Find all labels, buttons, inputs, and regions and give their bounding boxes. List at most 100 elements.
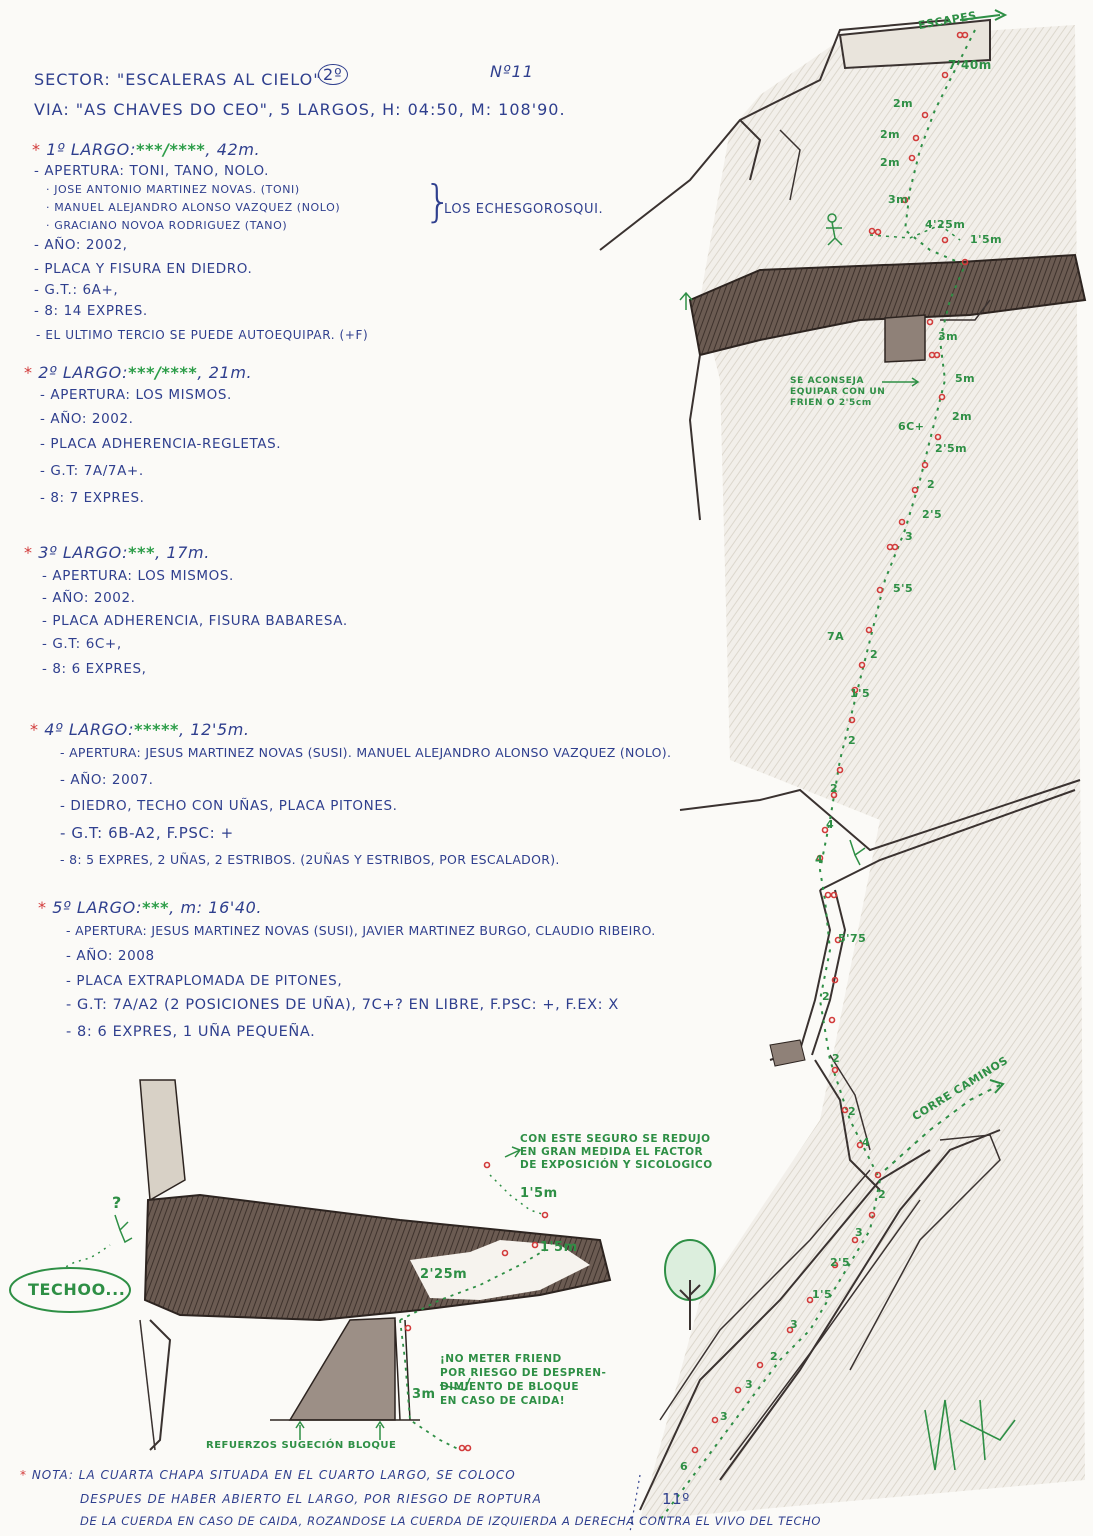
via-line: VIA: "AS CHAVES DO CEO", 5 LARGOS, H: 04… xyxy=(34,100,566,119)
seguro-note: CON ESTE SEGURO SE REDUJO EN GRAN MEDIDA… xyxy=(520,1133,713,1172)
pitch-length-label: 2 xyxy=(878,1188,886,1201)
pitch-length-label: 5m xyxy=(955,372,975,385)
pitch-4-item: - DIEDRO, TECHO CON UÑAS, PLACA PITONES. xyxy=(60,798,398,814)
route-number: Nº11 xyxy=(490,62,534,81)
pitch-length-label: 4'25m xyxy=(925,218,965,231)
pitch-length-label: 2'5m xyxy=(935,442,967,455)
warning-line: EN CASO DE CAIDA! xyxy=(440,1394,606,1408)
warning-note: ¡NO METER FRIEND POR RIESGO DE DESPREN- … xyxy=(440,1352,606,1408)
pitch-length-label: 2 xyxy=(927,478,935,491)
pitch-length-label: 2'5 xyxy=(922,508,942,521)
pitch-length-label: 2m xyxy=(880,128,900,141)
detail-length-label: 1'5m xyxy=(540,1240,578,1255)
techo-label: TECHOO... xyxy=(28,1280,125,1299)
pitch-5-title: * 5º LARGO:***, m: 16'40. xyxy=(38,898,262,917)
pitch-length-label: 3 xyxy=(745,1378,753,1391)
pitch-length-label: 3m xyxy=(888,193,908,206)
brace-label: LOS ECHESGOROSQUI. xyxy=(444,202,603,217)
pitch-3-title: * 3º LARGO:***, 17m. xyxy=(24,543,210,562)
pitch-1-item: · GRACIANO NOVOA RODRIGUEZ (TANO) xyxy=(46,219,287,232)
refuerzos-label: REFUERZOS SUGECIÓN BLOQUE xyxy=(206,1440,396,1451)
pitch-3-item: - PLACA ADHERENCIA, FISURA BABARESA. xyxy=(42,613,348,629)
pitch-4-title: * 4º LARGO:*****, 12'5m. xyxy=(30,720,250,739)
pitch-1-item: - APERTURA: TONI, TANO, NOLO. xyxy=(34,163,269,179)
pitch-4-item: - AÑO: 2007. xyxy=(60,772,154,788)
warning-line: POR RIESGO DE DESPREN- xyxy=(440,1366,606,1380)
pitch-5-item: - AÑO: 2008 xyxy=(66,948,155,964)
pitch-1-item: - G.T.: 6A+, xyxy=(34,282,118,298)
pitch-4-item: - G.T: 6B-A2, F.PSC: + xyxy=(60,824,234,842)
advice-line: EQUIPAR CON UN xyxy=(790,387,885,398)
pitch-1-item: - 8: 14 EXPRES. xyxy=(34,303,148,319)
footer-note-line: * NOTA: LA CUARTA CHAPA SITUADA EN EL CU… xyxy=(20,1468,516,1482)
sector-number: 2º xyxy=(318,64,348,85)
pitch-length-label: 5'5 xyxy=(893,582,913,595)
advice-note: SE ACONSEJA EQUIPAR CON UN FRIEN O 2'5cm xyxy=(790,376,885,409)
pitch-length-label: 2 xyxy=(848,1105,856,1118)
detail-length-label: 2'25m xyxy=(420,1267,467,1282)
pitch-length-label: 3 xyxy=(790,1318,798,1331)
pitch-length-label: 2 xyxy=(770,1350,778,1363)
pitch-length-label: 3 xyxy=(720,1410,728,1423)
pitch-length-label: 2 xyxy=(870,648,878,661)
pitch-2-item: - 8: 7 EXPRES. xyxy=(40,490,145,506)
question-mark: ? xyxy=(112,1193,122,1212)
pitch-4-item: - 8: 5 EXPRES, 2 UÑAS, 2 ESTRIBOS. (2UÑA… xyxy=(60,852,560,867)
pitch-length-label: 4 xyxy=(815,853,823,866)
pitch-2-item: - APERTURA: LOS MISMOS. xyxy=(40,387,232,403)
detail-length-label: 3m xyxy=(412,1387,436,1402)
pitch-5-item: - PLACA EXTRAPLOMADA DE PITONES, xyxy=(66,973,342,989)
seguro-line: EN GRAN MEDIDA EL FACTOR xyxy=(520,1146,713,1159)
warning-line: ¡NO METER FRIEND xyxy=(440,1352,606,1366)
pitch-2-title: * 2º LARGO:***/****, 21m. xyxy=(24,363,252,382)
advice-line: SE ACONSEJA xyxy=(790,376,885,387)
pitch-1-title: * 1º LARGO:***/****, 42m. xyxy=(32,140,260,159)
pitch-length-label: 2 xyxy=(830,782,838,795)
pitch-3-item: - APERTURA: LOS MISMOS. xyxy=(42,568,234,584)
footer-note-line: DE LA CUERDA EN CASO DE CAIDA, ROZANDOSE… xyxy=(80,1514,821,1528)
pitch-length-label: 3 xyxy=(905,530,913,543)
pitch-1-item: - EL ULTIMO TERCIO SE PUEDE AUTOEQUIPAR.… xyxy=(36,328,368,342)
pitch-length-label: 2 xyxy=(832,1052,840,1065)
pitch-length-label: 2m xyxy=(952,410,972,423)
pitch-length-label: 2 xyxy=(848,734,856,747)
pitch-3-item: - G.T: 6C+, xyxy=(42,636,122,652)
grade-label: 6C+ xyxy=(898,420,924,433)
seguro-line: CON ESTE SEGURO SE REDUJO xyxy=(520,1133,713,1146)
pitch-2-item: - G.T: 7A/7A+. xyxy=(40,463,144,479)
pitch-3-item: - AÑO: 2002. xyxy=(42,590,136,606)
pitch-length-label: 2'5 xyxy=(830,1256,850,1269)
pitch-2-item: - PLACA ADHERENCIA-REGLETAS. xyxy=(40,436,281,452)
footer-note-line: DESPUES DE HABER ABIERTO EL LARGO, POR R… xyxy=(80,1492,542,1506)
pitch-5-item: - APERTURA: JESUS MARTINEZ NOVAS (SUSI),… xyxy=(66,923,656,938)
pitch-length-label: 2m xyxy=(880,156,900,169)
pitch-length-label: 7'40m xyxy=(948,58,992,72)
pitch-length-label: 4 xyxy=(826,818,834,831)
advice-line: FRIEN O 2'5cm xyxy=(790,398,885,409)
pitch-5-item: - G.T: 7A/A2 (2 POSICIONES DE UÑA), 7C+?… xyxy=(66,997,619,1013)
warning-line: DIMIENTO DE BLOQUE xyxy=(440,1380,606,1394)
pitch-2-item: - AÑO: 2002. xyxy=(40,411,134,427)
pitch-4-item: - APERTURA: JESUS MARTINEZ NOVAS (SUSI).… xyxy=(60,745,671,760)
pitch-length-label: 5'75 xyxy=(838,932,866,945)
sector-title: SECTOR: "ESCALERAS AL CIELO" xyxy=(34,70,322,89)
pitch-length-label: 2m xyxy=(893,97,913,110)
pitch-length-label: 3 xyxy=(855,1226,863,1239)
pitch-1-item: · JOSE ANTONIO MARTINEZ NOVAS. (TONI) xyxy=(46,183,300,196)
pitch-length-label: 1'5 xyxy=(850,687,870,700)
pitch-length-label: 1'5m xyxy=(970,233,1002,246)
grade-label: 7A xyxy=(827,630,844,643)
pitch-5-item: - 8: 6 EXPRES, 1 UÑA PEQUEÑA. xyxy=(66,1024,315,1040)
seguro-line: DE EXPOSICIÓN Y SICOLOGICO xyxy=(520,1159,713,1172)
pitch-length-label: 3m xyxy=(938,330,958,343)
pitch-1-item: · MANUEL ALEJANDRO ALONSO VAZQUEZ (NOLO) xyxy=(46,201,340,214)
start-number: 11º xyxy=(662,1490,690,1508)
pitch-3-item: - 8: 6 EXPRES, xyxy=(42,661,147,677)
pitch-length-label: 2 xyxy=(822,990,830,1003)
pitch-1-item: - PLACA Y FISURA EN DIEDRO. xyxy=(34,261,252,277)
pitch-1-item: - AÑO: 2002, xyxy=(34,237,128,253)
pitch-length-label: 6 xyxy=(680,1460,688,1473)
detail-length-label: 1'5m xyxy=(520,1186,558,1201)
pitch-length-label: 1'5 xyxy=(812,1288,832,1301)
